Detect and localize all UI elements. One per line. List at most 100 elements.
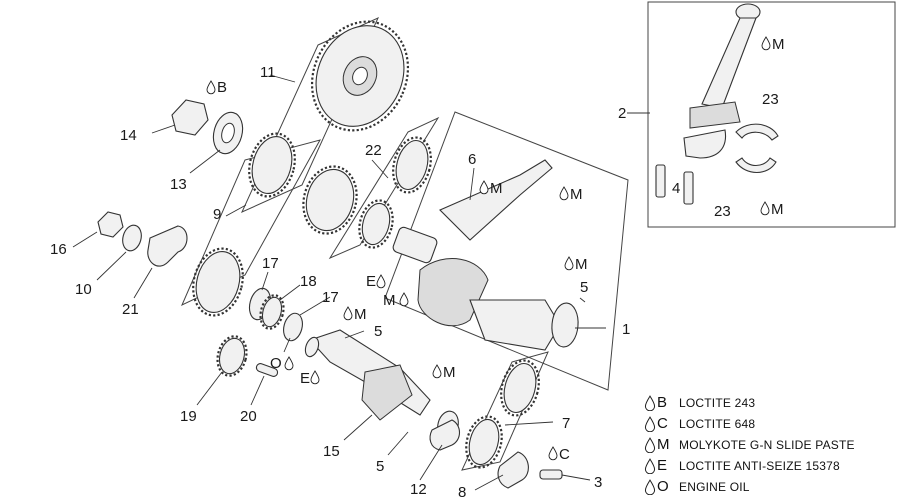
callout-12: 12 (410, 481, 427, 498)
drop-markers: B M M M M E M M M O E M C (206, 36, 785, 463)
drop-code-c: C (559, 446, 570, 463)
legend-code: C (657, 415, 668, 432)
callout-23-top: 23 (762, 91, 779, 108)
callout-6: 6 (468, 151, 476, 168)
legend-text: LOCTITE ANTI-SEIZE 15378 (679, 458, 840, 473)
bolt-4b (683, 171, 694, 205)
drop-code-e: E (366, 273, 376, 290)
drop-icon (206, 80, 216, 95)
gears-9 (192, 132, 358, 317)
rod-cap (683, 129, 727, 159)
bearing-shell-lower (735, 157, 777, 174)
drop-icon (644, 415, 656, 432)
drop-code-m: M (354, 306, 367, 323)
legend-text: MOLYKOTE G-N SLIDE PASTE (679, 437, 855, 452)
washer-10 (122, 224, 142, 252)
plate-8 (497, 451, 529, 489)
drop-code-m: M (771, 201, 784, 218)
small-parts-left (97, 99, 303, 377)
connecting-rod-2 (655, 3, 779, 205)
drop-icon (644, 478, 656, 495)
drop-icon (644, 436, 656, 453)
bearing-shell-upper (735, 123, 779, 141)
legend-code: O (657, 478, 669, 495)
balance-shaft-15 (304, 329, 461, 451)
callout-13: 13 (170, 176, 187, 193)
drop-icon (760, 201, 770, 216)
callout-22: 22 (365, 142, 382, 159)
pin-20 (255, 363, 279, 377)
nut-14 (171, 99, 209, 136)
crankshaft-1 (392, 159, 579, 351)
legend-code: B (657, 394, 668, 411)
callout-21: 21 (122, 301, 139, 318)
drop-code-m: M (570, 186, 583, 203)
drop-icon (310, 370, 320, 385)
legend-text: ENGINE OIL (679, 479, 750, 494)
drop-icon (376, 274, 386, 289)
callout-5-mid: 5 (374, 323, 382, 340)
callout-numbers: 11 14 13 9 16 10 21 22 6 2 4 23 23 5 1 1… (50, 64, 779, 500)
drop-code-m: M (575, 256, 588, 273)
callout-19: 19 (180, 408, 197, 425)
drop-icon (564, 256, 574, 271)
drop-code-m: M (443, 364, 456, 381)
screw-3 (539, 469, 563, 480)
callout-20: 20 (240, 408, 257, 425)
callout-5-right: 5 (580, 279, 588, 296)
gear-7-group (465, 359, 563, 489)
bolt-4a (655, 164, 666, 198)
callout-10: 10 (75, 281, 92, 298)
drop-icon (432, 364, 442, 379)
callout-14: 14 (120, 127, 137, 144)
legend-code: M (657, 436, 670, 453)
legend-item: C LOCTITE 648 (644, 413, 894, 434)
drop-icon (644, 457, 656, 474)
nut-16 (97, 211, 124, 238)
legend-text: LOCTITE 648 (679, 416, 756, 431)
drop-icon (559, 186, 569, 201)
callout-16: 16 (50, 241, 67, 258)
callout-17-lower: 17 (322, 289, 339, 306)
drop-icon (548, 446, 558, 461)
legend-item: E LOCTITE ANTI-SEIZE 15378 (644, 455, 894, 476)
callout-5-lower: 5 (376, 458, 384, 475)
legend-item: O ENGINE OIL (644, 476, 894, 497)
callout-17-upper: 17 (262, 255, 279, 272)
callout-23-bottom: 23 (714, 203, 731, 220)
callout-7: 7 (562, 415, 570, 432)
legend-code: E (657, 457, 668, 474)
drop-icon (479, 180, 489, 195)
drop-code-o: O (270, 355, 282, 372)
callout-15: 15 (323, 443, 340, 460)
frame-connecting-rod (647, 1, 896, 228)
leader-lines (72, 74, 650, 491)
legend-item: M MOLYKOTE G-N SLIDE PASTE (644, 434, 894, 455)
drop-code-b: B (217, 79, 227, 96)
legend-item: B LOCTITE 243 (644, 392, 894, 413)
drop-icon (761, 36, 771, 51)
drop-code-m: M (772, 36, 785, 53)
drop-icon (644, 394, 656, 411)
drop-icon (284, 356, 294, 371)
frame-gears-22 (328, 116, 440, 260)
callout-9: 9 (213, 206, 221, 223)
callout-2: 2 (618, 105, 626, 122)
callout-3: 3 (594, 474, 602, 491)
callout-1: 1 (622, 321, 630, 338)
callout-11: 11 (260, 64, 276, 81)
frame-gear-9 (181, 139, 322, 307)
gears-22 (358, 136, 432, 249)
drop-icon (343, 306, 353, 321)
legend-text: LOCTITE 243 (679, 395, 756, 410)
callout-18: 18 (300, 273, 317, 290)
drop-code-m: M (490, 180, 503, 197)
drop-icon (399, 292, 409, 307)
drop-code-m: M (383, 292, 396, 309)
callout-8: 8 (458, 484, 466, 500)
gear-11 (310, 20, 410, 132)
plate-21 (147, 225, 188, 267)
callout-4: 4 (672, 180, 680, 197)
